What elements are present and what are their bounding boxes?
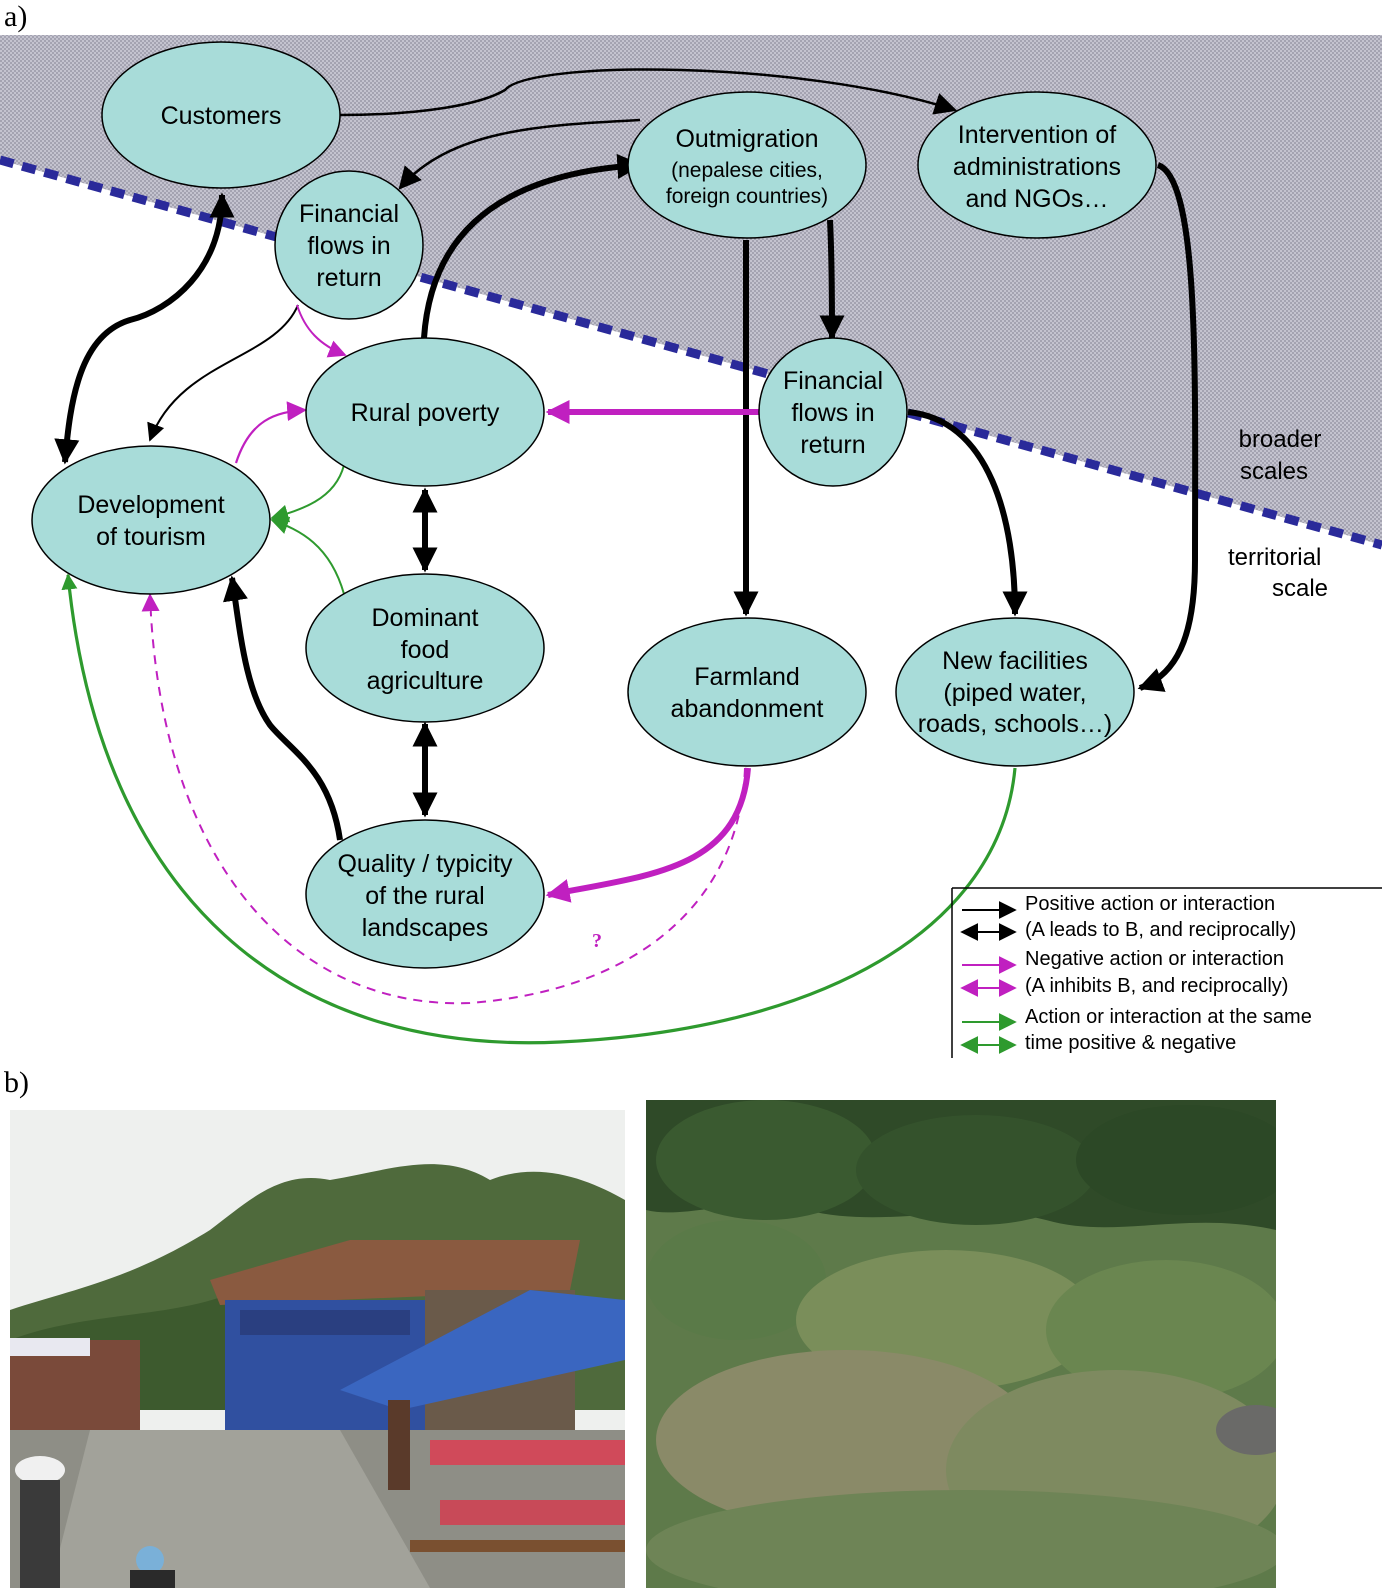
arrows: [54, 68, 1199, 1045]
node-rural-poverty: Rural poverty: [305, 337, 545, 487]
legend-positive: Positive action or interaction(A leads t…: [960, 893, 1296, 941]
arrow-dominant-food-to-development: [270, 516, 345, 595]
node-new-facilities: New facilities(piped water,roads, school…: [895, 617, 1135, 767]
arrow-financial-flows-1-to-rural-poverty: [296, 304, 347, 358]
svg-text:(nepalese cities,foreign count: (nepalese cities,foreign countries): [666, 159, 828, 208]
svg-text:Positive action or interaction: Positive action or interaction(A leads t…: [1025, 893, 1296, 941]
svg-text:New facilities(piped water,roa: New facilities(piped water,roads, school…: [918, 647, 1113, 738]
arrow-financial-flows-1-to-development: [147, 304, 299, 442]
svg-text:Negative action or interaction: Negative action or interaction(A inhibit…: [1025, 948, 1288, 997]
arrow-outmigration-to-financial-flows-1: [398, 118, 641, 190]
broader-scales-label: broader scales: [1239, 426, 1328, 485]
abandoned-farmland-shrub-photo: [646, 1100, 1276, 1588]
arrow-development-to-rural-poverty: [234, 401, 307, 464]
arrow-rural-poverty-to-development: [270, 464, 345, 523]
village-tourist-lodge-photo: [10, 1110, 625, 1588]
arrow-customers-to-intervention: [339, 68, 958, 117]
svg-text:Customers: Customers: [161, 102, 282, 130]
arrow-intervention-to-new-facilities: [1137, 162, 1199, 692]
arrow-farmland-to-quality: [545, 767, 751, 903]
legend-negative: Negative action or interaction(A inhibit…: [960, 948, 1288, 997]
legend: Positive action or interaction(A leads t…: [951, 887, 1382, 1058]
arrow-rural-poverty-to-outmigration: [421, 153, 643, 339]
svg-text:Rural poverty: Rural poverty: [351, 399, 500, 427]
panel-label-b: b): [4, 1066, 29, 1099]
territorial-scale-label: territorial scale: [1228, 544, 1328, 602]
arrow-farmland-to-development-dashed: [141, 593, 746, 1005]
arrow-quality-to-development: [222, 575, 343, 841]
arrow-outmigration-to-financial-flows-2: [819, 219, 845, 341]
node-outmigration: Outmigration (nepalese cities,foreign co…: [627, 91, 867, 239]
arrow-new-facilities-to-development: [61, 573, 1017, 1045]
arrow-customers-development: [54, 192, 235, 465]
panel-label-a: a): [4, 0, 28, 33]
causal-loop-diagram: broader scales territorial scale: [0, 35, 1382, 1058]
arrow-financial-flows-2-to-new-facilities: [907, 409, 1028, 617]
uncertain-question-mark: ?: [592, 930, 602, 952]
node-customers: Customers: [101, 41, 341, 189]
svg-text:Outmigration: Outmigration: [675, 125, 818, 153]
